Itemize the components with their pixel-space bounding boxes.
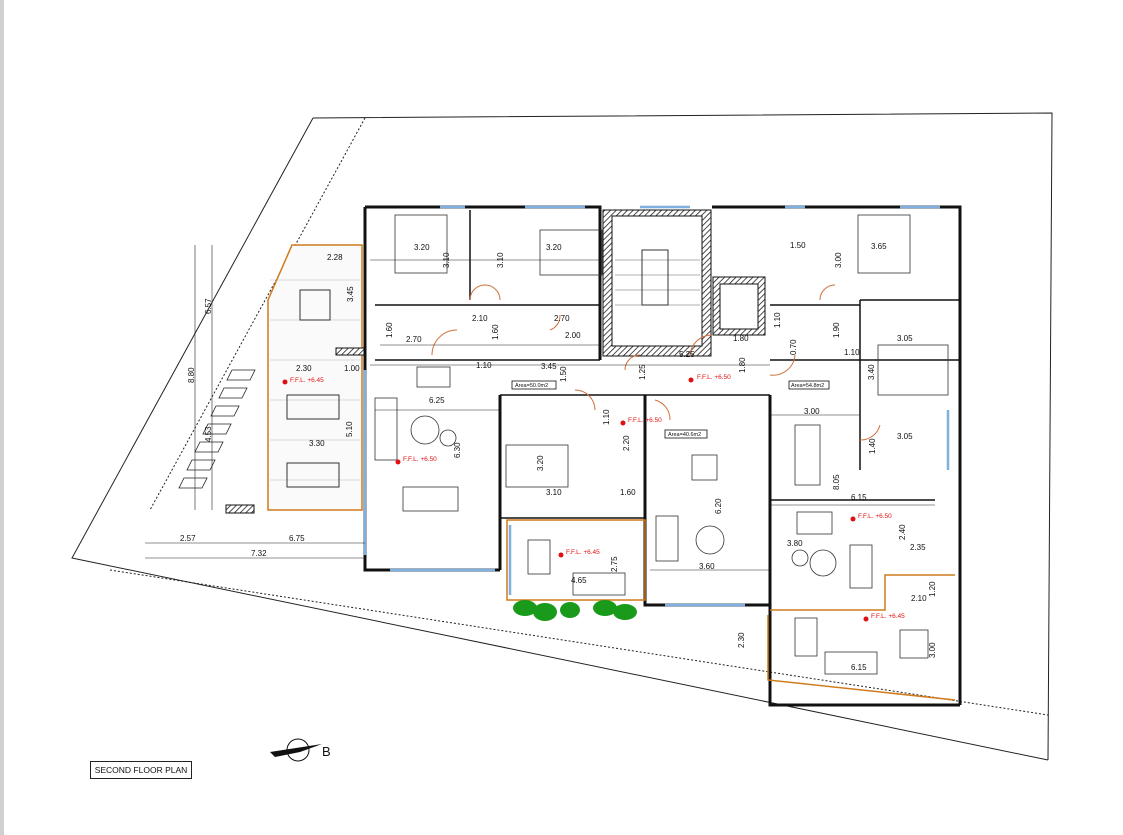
dimension-labels: 3.20 3.10 3.20 3.10 2.10 1.60 2.70 1.60 … xyxy=(180,241,937,672)
dimension: 3.10 xyxy=(442,252,451,268)
svg-text:F.F.L. +6.45: F.F.L. +6.45 xyxy=(290,377,324,384)
level-marker: F.F.L. +6.50 xyxy=(620,417,662,426)
south-terraces xyxy=(506,519,956,701)
dimension: 1.80 xyxy=(738,357,747,373)
dimension: 3.10 xyxy=(546,488,562,497)
door-swings xyxy=(431,284,881,441)
site-boundary xyxy=(71,112,1053,761)
dimension: 1.10 xyxy=(476,361,492,370)
dimension: 3.45 xyxy=(346,286,355,302)
north-arrow-letter: B xyxy=(322,744,331,759)
dimension: 1.10 xyxy=(773,312,782,328)
dimension: 5.10 xyxy=(345,421,354,437)
dimension: 1.50 xyxy=(559,366,568,382)
level-marker: F.F.L. +6.50 xyxy=(850,513,892,522)
dimension-lines xyxy=(145,245,935,571)
svg-text:F.F.L. +6.50: F.F.L. +6.50 xyxy=(628,417,662,424)
dimension: 7.32 xyxy=(251,549,267,558)
level-marker: F.F.L. +6.45 xyxy=(863,613,905,622)
dimension: 2.35 xyxy=(910,543,926,552)
dimension: 1.20 xyxy=(928,581,937,597)
dimension: 6.57 xyxy=(204,298,213,314)
dimension: 6.30 xyxy=(453,442,462,458)
svg-text:F.F.L. +6.45: F.F.L. +6.45 xyxy=(566,549,600,556)
dimension: 2.70 xyxy=(406,335,422,344)
dimension: 3.20 xyxy=(414,243,430,252)
dimension: 8.05 xyxy=(832,474,841,490)
dimension: 3.65 xyxy=(871,242,887,251)
dimension: 3.40 xyxy=(867,364,876,380)
north-arrow: B xyxy=(270,738,331,762)
dimension: 1.50 xyxy=(790,241,806,250)
dimension: 6.15 xyxy=(851,663,867,672)
dimension: 4.65 xyxy=(571,576,587,585)
level-marker: F.F.L. +6.50 xyxy=(688,374,731,383)
dimension: 2.10 xyxy=(472,314,488,323)
dimension: 2.10 xyxy=(911,594,927,603)
area-tags: Area=50.0m2 Area=40.6m2 Area=54.8m2 xyxy=(511,380,830,439)
dimension: 3.60 xyxy=(699,562,715,571)
dimension: 2.57 xyxy=(180,534,196,543)
dimension: 1.10 xyxy=(844,348,860,357)
dimension: 1.80 xyxy=(733,334,749,343)
dimension: 3.20 xyxy=(536,455,545,471)
dimension: 1.60 xyxy=(620,488,636,497)
dimension: 4.53 xyxy=(204,426,213,442)
dimension: 3.05 xyxy=(897,334,913,343)
dimension: 8.80 xyxy=(187,367,196,383)
dimension: 3.30 xyxy=(309,439,325,448)
dimension: 6.25 xyxy=(429,396,445,405)
dimension: 3.00 xyxy=(804,407,820,416)
dimension: 1.60 xyxy=(385,322,394,338)
stair-core xyxy=(602,209,766,357)
dimension: 3.00 xyxy=(834,252,843,268)
windows xyxy=(363,205,950,607)
dimension: 3.00 xyxy=(928,642,937,658)
area-label: Area=54.8m2 xyxy=(791,383,824,389)
svg-text:F.F.L. +6.45: F.F.L. +6.45 xyxy=(871,613,905,620)
dimension: 2.30 xyxy=(737,632,746,648)
left-terrace xyxy=(225,244,365,514)
dimension: 6.75 xyxy=(289,534,305,543)
dimension: 1.25 xyxy=(638,364,647,380)
dimension: 2.30 xyxy=(296,364,312,373)
dimension: 2.75 xyxy=(610,556,619,572)
dimension: 3.80 xyxy=(787,539,803,548)
level-marker: F.F.L. +6.45 xyxy=(558,549,600,558)
furniture xyxy=(374,214,949,675)
dimension: 2.28 xyxy=(327,253,343,262)
dimension: 2.70 xyxy=(554,314,570,323)
dimension: 1.90 xyxy=(832,322,841,338)
level-markers: F.F.L. +6.45 F.F.L. +6.50 F.F.L. +6.50 F… xyxy=(282,374,905,622)
dimension: 6.15 xyxy=(851,493,867,502)
dimension: 1.60 xyxy=(491,324,500,340)
dimension: 3.45 xyxy=(541,362,557,371)
dimension: 1.40 xyxy=(868,438,877,454)
area-label: Area=40.6m2 xyxy=(668,432,701,438)
dimension: 2.00 xyxy=(565,331,581,340)
dimension: 3.10 xyxy=(496,252,505,268)
svg-text:F.F.L. +6.50: F.F.L. +6.50 xyxy=(858,513,892,520)
dimension: 2.20 xyxy=(622,435,631,451)
level-marker: F.F.L. +6.50 xyxy=(395,456,437,465)
dimension: 1.10 xyxy=(602,409,611,425)
dimension: 3.20 xyxy=(546,243,562,252)
svg-text:F.F.L. +6.50: F.F.L. +6.50 xyxy=(403,456,437,463)
dimension: 6.20 xyxy=(714,498,723,514)
dimension: 3.05 xyxy=(897,432,913,441)
dimension: 0.70 xyxy=(789,339,798,355)
dimension: 2.40 xyxy=(898,524,907,540)
planters xyxy=(513,600,637,621)
area-label: Area=50.0m2 xyxy=(515,383,548,389)
dimension: 1.00 xyxy=(344,364,360,373)
parking-marks xyxy=(178,369,256,489)
drawing-title: SECOND FLOOR PLAN xyxy=(90,761,192,779)
level-marker: F.F.L. +6.45 xyxy=(282,377,324,385)
viewer-edge xyxy=(0,0,4,835)
svg-text:F.F.L. +6.50: F.F.L. +6.50 xyxy=(697,374,731,381)
dimension: 5.25 xyxy=(679,350,695,359)
